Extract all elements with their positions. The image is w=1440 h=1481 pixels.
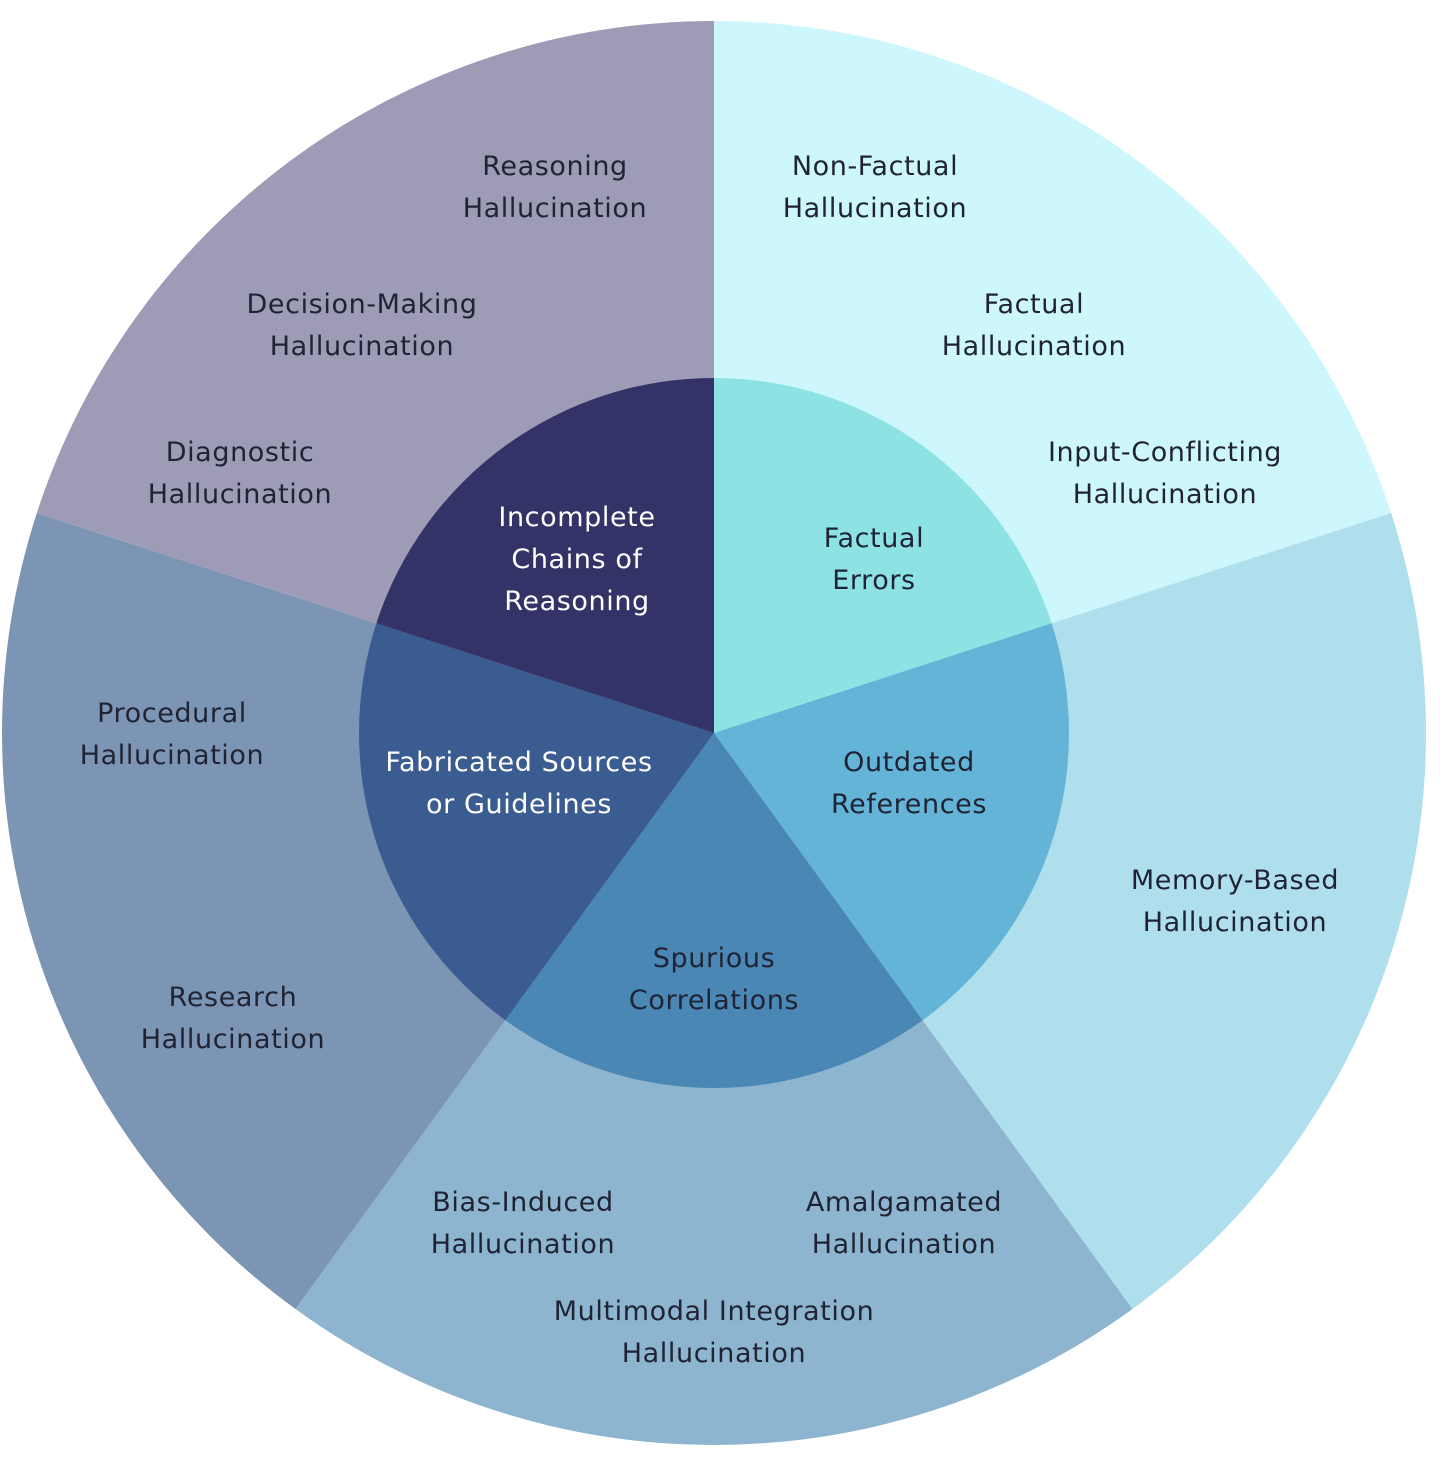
memory-based-hallucination-label-line: Memory-Based [1131,865,1339,896]
reasoning-hallucination-label-line: Reasoning [482,151,628,182]
factual-hallucination-label-line: Hallucination [942,331,1127,362]
incomplete-chains-wedge [376,378,714,733]
fabricated-sources-wedge [358,623,714,1021]
factual-errors-label-line: Factual [824,523,924,554]
factual-errors-label-line: Errors [832,565,915,596]
outdated-references-label-line: References [831,789,987,820]
amalgamated-hallucination-label-line: Amalgamated [806,1187,1002,1218]
input-conflicting-hallucination-label-line: Hallucination [1073,479,1258,510]
spurious-correlations-wedge [505,733,923,1088]
factual-hallucination-label-line: Factual [984,289,1084,320]
fabricated-sources-label: Fabricated Sources or Guidelines [385,747,652,820]
spurious-correlations-label-line: Correlations [629,985,799,1016]
inner-ring [358,378,1070,1088]
bias-induced-hallucination-label-line: Bias-Induced [432,1187,614,1218]
non-factual-hallucination-label-line: Non-Factual [792,151,958,182]
multimodal-integration-hallucination-label-line: Hallucination [622,1338,807,1369]
incomplete-chains-label-line: Reasoning [504,586,650,617]
diagnostic-hallucination-label-line: Hallucination [148,479,333,510]
input-conflicting-hallucination-label-line: Input-Conflicting [1048,437,1282,468]
non-factual-hallucination-label-line: Hallucination [783,193,968,224]
diagnostic-hallucination-label-line: Diagnostic [166,437,315,468]
procedural-hallucination-label-line: Hallucination [80,740,265,771]
bias-induced-hallucination-label-line: Hallucination [431,1229,616,1260]
fabricated-sources-label-line: Fabricated Sources [385,747,652,778]
incomplete-chains-label-line: Incomplete [498,502,655,533]
fabricated-sources-label-line: or Guidelines [426,789,612,820]
outdated-references-wedge [714,623,1070,1021]
decision-making-hallucination-label-line: Hallucination [270,331,455,362]
multimodal-integration-hallucination-label-line: Multimodal Integration [554,1296,875,1327]
incomplete-chains-label-line: Chains of [511,544,643,575]
memory-based-hallucination-label-line: Hallucination [1143,907,1328,938]
spurious-correlations-label-line: Spurious [653,943,776,974]
amalgamated-hallucination-label-line: Hallucination [812,1229,997,1260]
factual-errors-wedge [714,378,1052,733]
reasoning-hallucination-label-line: Hallucination [463,193,648,224]
research-hallucination-label-line: Hallucination [141,1024,326,1055]
spurious-correlations-outer-wedge [295,733,1133,1445]
procedural-hallucination-label-line: Procedural [97,698,247,729]
decision-making-hallucination-label-line: Decision-Making [247,289,478,320]
outdated-references-label-line: Outdated [843,747,975,778]
research-hallucination-label-line: Research [169,982,298,1013]
